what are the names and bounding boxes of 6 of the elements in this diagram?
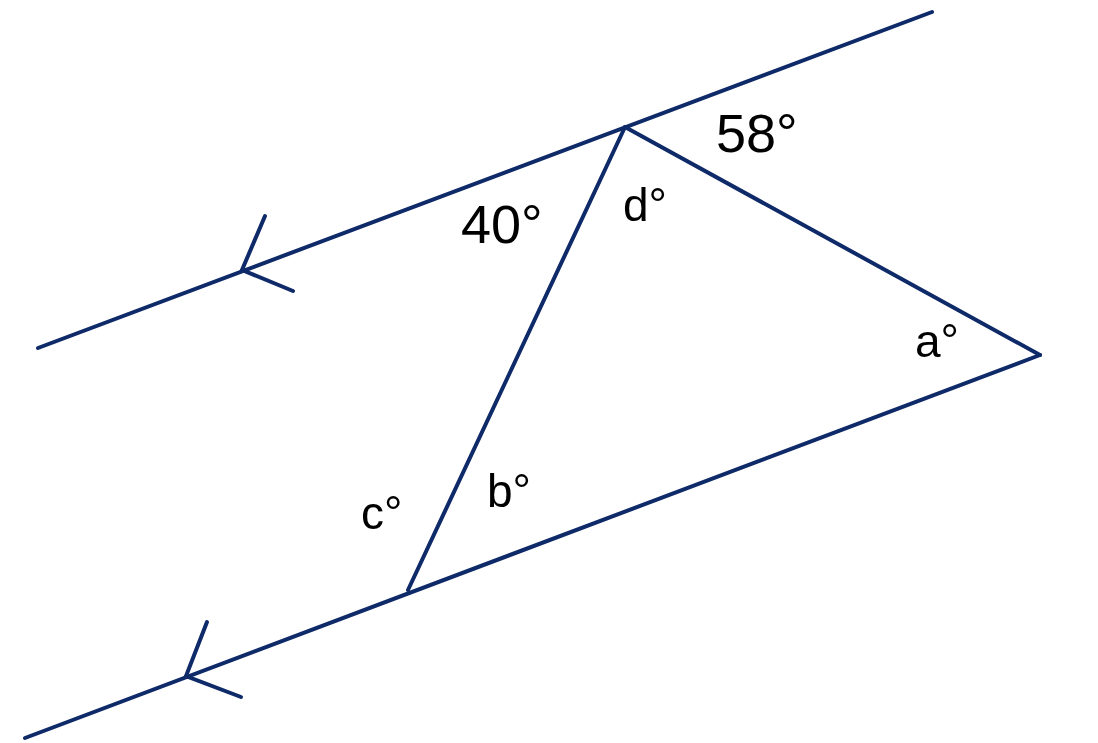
- angle-label: 40°: [461, 197, 543, 251]
- angle-label: a°: [915, 318, 959, 364]
- angle-label: 58°: [716, 106, 798, 160]
- angle-label: b°: [487, 468, 531, 514]
- angle-label: c°: [361, 490, 403, 536]
- angle-label: d°: [623, 182, 667, 228]
